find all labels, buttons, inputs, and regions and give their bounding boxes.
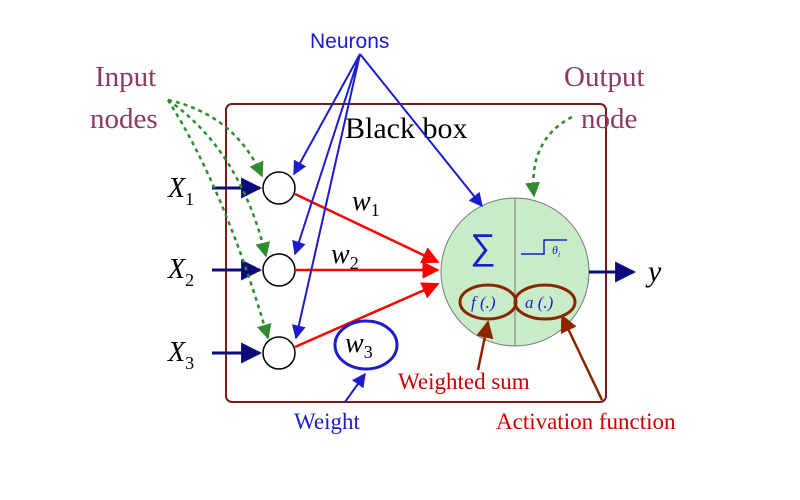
output-node-label-line2: node — [581, 103, 637, 135]
weight-w3-label: w3 — [345, 328, 373, 362]
input-x2-label: X2 — [167, 254, 194, 290]
neurons-arrow-3 — [291, 53, 361, 340]
neurons-arrow-2 — [292, 53, 361, 256]
input-nodes-arrow-2 — [167, 98, 271, 258]
neurons-arrow-1 — [293, 53, 361, 176]
neurons-label: Neurons — [310, 30, 389, 53]
weight-w1-label: w1 — [352, 186, 380, 220]
sum-symbol: ∑ — [470, 226, 496, 267]
sum-func-label: f (.) — [471, 293, 496, 312]
output-y-label: y — [645, 255, 662, 288]
input-nodes-label-line1: Input — [95, 61, 156, 93]
activation-func-label: a (.) — [525, 293, 554, 312]
weighted-sum-arrow — [476, 320, 494, 371]
input-nodes-label-line2: nodes — [90, 103, 158, 135]
input-node-2 — [262, 253, 296, 287]
activation-func-highlight — [513, 283, 577, 321]
connection-1 — [294, 192, 440, 264]
input-nodes-arrow-3 — [166, 99, 272, 340]
weight-w2-label: w2 — [331, 239, 359, 273]
input-node-3 — [262, 336, 296, 370]
input-x1-label: X1 — [167, 173, 194, 209]
black-box-frame — [225, 103, 607, 403]
threshold-symbol: θi — [552, 243, 560, 259]
weight-label: Weight — [294, 409, 360, 434]
input-node-1 — [262, 171, 296, 205]
activation-function-arrow — [560, 314, 604, 401]
output-node-arrow — [525, 115, 573, 198]
connection-3 — [294, 282, 440, 349]
activation-function-label: Activation function — [496, 409, 676, 434]
output-node-label-line1: Output — [564, 61, 645, 93]
weight-arrow — [344, 372, 366, 403]
neurons-arrow-4 — [359, 53, 483, 208]
black-box-label: Black box — [345, 112, 467, 145]
weighted-sum-label: Weighted sum — [398, 369, 530, 394]
step-function-icon — [521, 239, 567, 255]
input-x3-label: X3 — [167, 337, 194, 373]
weight-w3-highlight — [333, 319, 399, 371]
